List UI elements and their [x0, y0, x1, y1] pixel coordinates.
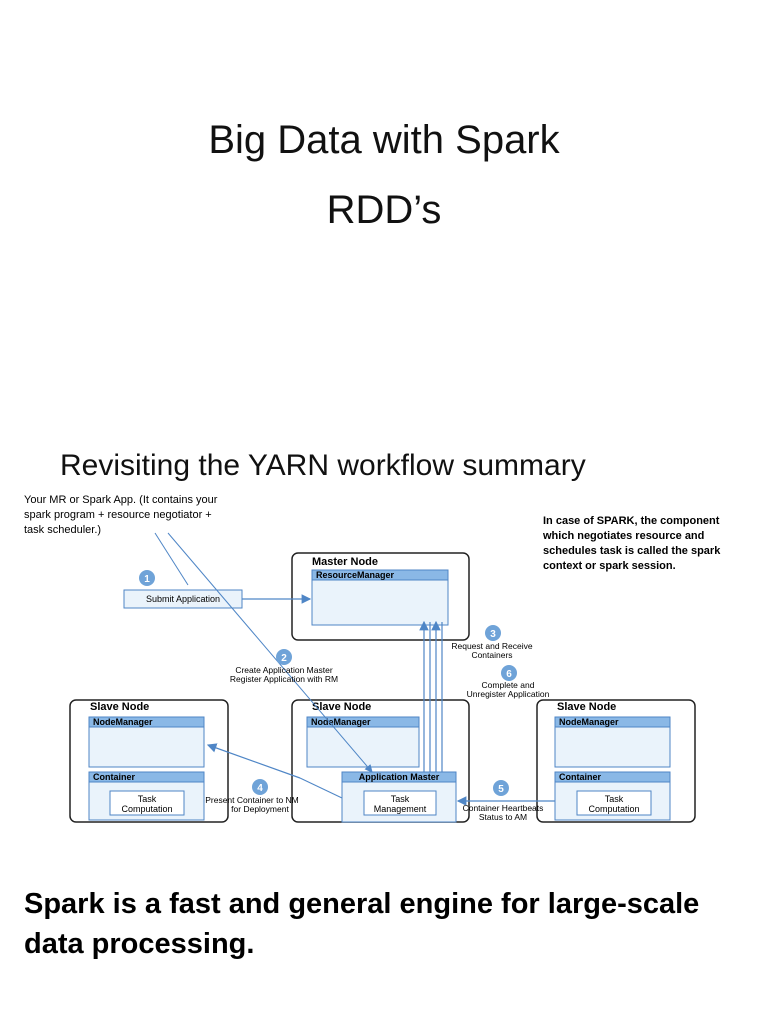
slide-subtitle: Revisiting the YARN workflow summary: [60, 449, 586, 482]
resource-manager-label: ResourceManager: [316, 570, 395, 580]
step-5-badge: 5: [498, 784, 504, 795]
step-6-label-line1: Complete and: [482, 680, 535, 690]
master-node-title: Master Node: [312, 556, 378, 568]
step-6-label-line2: Unregister Application: [467, 689, 550, 699]
step-3-badge: 3: [490, 629, 496, 640]
step-2-label-line1: Create Application Master: [235, 665, 332, 675]
note-right: In case of SPARK, the component which ne…: [543, 515, 721, 572]
step-4-label-line1: Present Container to NM: [205, 795, 299, 805]
submit-application-label: Submit Application: [146, 594, 220, 604]
slave-right-title: Slave Node: [557, 701, 616, 713]
step-3-label-line2: Containers: [471, 650, 512, 660]
master-node: Master Node ResourceManager: [291, 552, 470, 641]
bottom-statement: Spark is a fast and general engine for l…: [24, 888, 700, 960]
slave-left-nodemanager: NodeManager: [93, 717, 153, 727]
step-2-label-line2: Register Application with RM: [230, 674, 338, 684]
slave-right-container: Container: [559, 772, 602, 782]
slave-node-left: Slave Node NodeManager Container Task Co…: [69, 699, 229, 823]
slave-center-title: Slave Node: [312, 701, 371, 713]
slave-right-nodemanager: NodeManager: [559, 717, 619, 727]
step-5-label-line1: Container Heartbeats: [463, 803, 544, 813]
slave-left-container: Container: [93, 772, 136, 782]
slave-right-task-line1: Task: [605, 794, 624, 804]
step-labels: Create Application Master Register Appli…: [205, 641, 549, 822]
step-2-badge: 2: [281, 653, 287, 664]
slave-left-title: Slave Node: [90, 701, 149, 713]
slave-center-task-line1: Task: [391, 794, 410, 804]
step-5-label-line2: Status to AM: [479, 812, 527, 822]
step-1-badge: 1: [144, 574, 150, 585]
application-master-label: Application Master: [359, 772, 440, 782]
slave-center-nodemanager: NodeManager: [311, 717, 371, 727]
slide-title-line2: RDD’s: [326, 188, 442, 232]
slave-left-task-line1: Task: [138, 794, 157, 804]
slide-title-line1: Big Data with Spark: [208, 118, 560, 162]
slave-center-task-line2: Management: [374, 804, 427, 814]
step-4-badge: 4: [257, 783, 263, 794]
step-4-label-line2: for Deployment: [231, 804, 289, 814]
step-3-label-line1: Request and Receive: [451, 641, 533, 651]
step-badges: 1 2 3 4 5 6: [139, 570, 517, 796]
slave-node-right: Slave Node NodeManager Container Task Co…: [536, 699, 696, 823]
note-left: Your MR or Spark App. (It contains your …: [24, 494, 218, 536]
step-6-badge: 6: [506, 669, 512, 680]
slave-left-task-line2: Computation: [121, 804, 172, 814]
slave-right-task-line2: Computation: [588, 804, 639, 814]
